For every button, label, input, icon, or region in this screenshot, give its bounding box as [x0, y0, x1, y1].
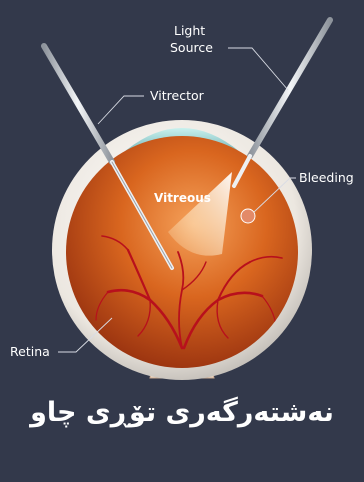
light-source-label-line1: Light: [174, 23, 205, 38]
light-source-label-line2: Source: [170, 40, 213, 55]
vitreous-cavity: [66, 136, 298, 368]
vitrector-leader-line: [98, 96, 144, 124]
retina-label: Retina: [10, 344, 50, 359]
vitreous-label: Vitreous: [154, 191, 211, 205]
light-source-leader-line: [228, 48, 288, 90]
vitrector-label: Vitrector: [150, 88, 205, 103]
caption-title: نەشتەرگەری تۆڕی چاو: [0, 390, 364, 436]
bleeding-label: Bleeding: [299, 170, 354, 185]
bleeding-spot: [241, 209, 255, 223]
light-source-probe: [234, 20, 330, 186]
